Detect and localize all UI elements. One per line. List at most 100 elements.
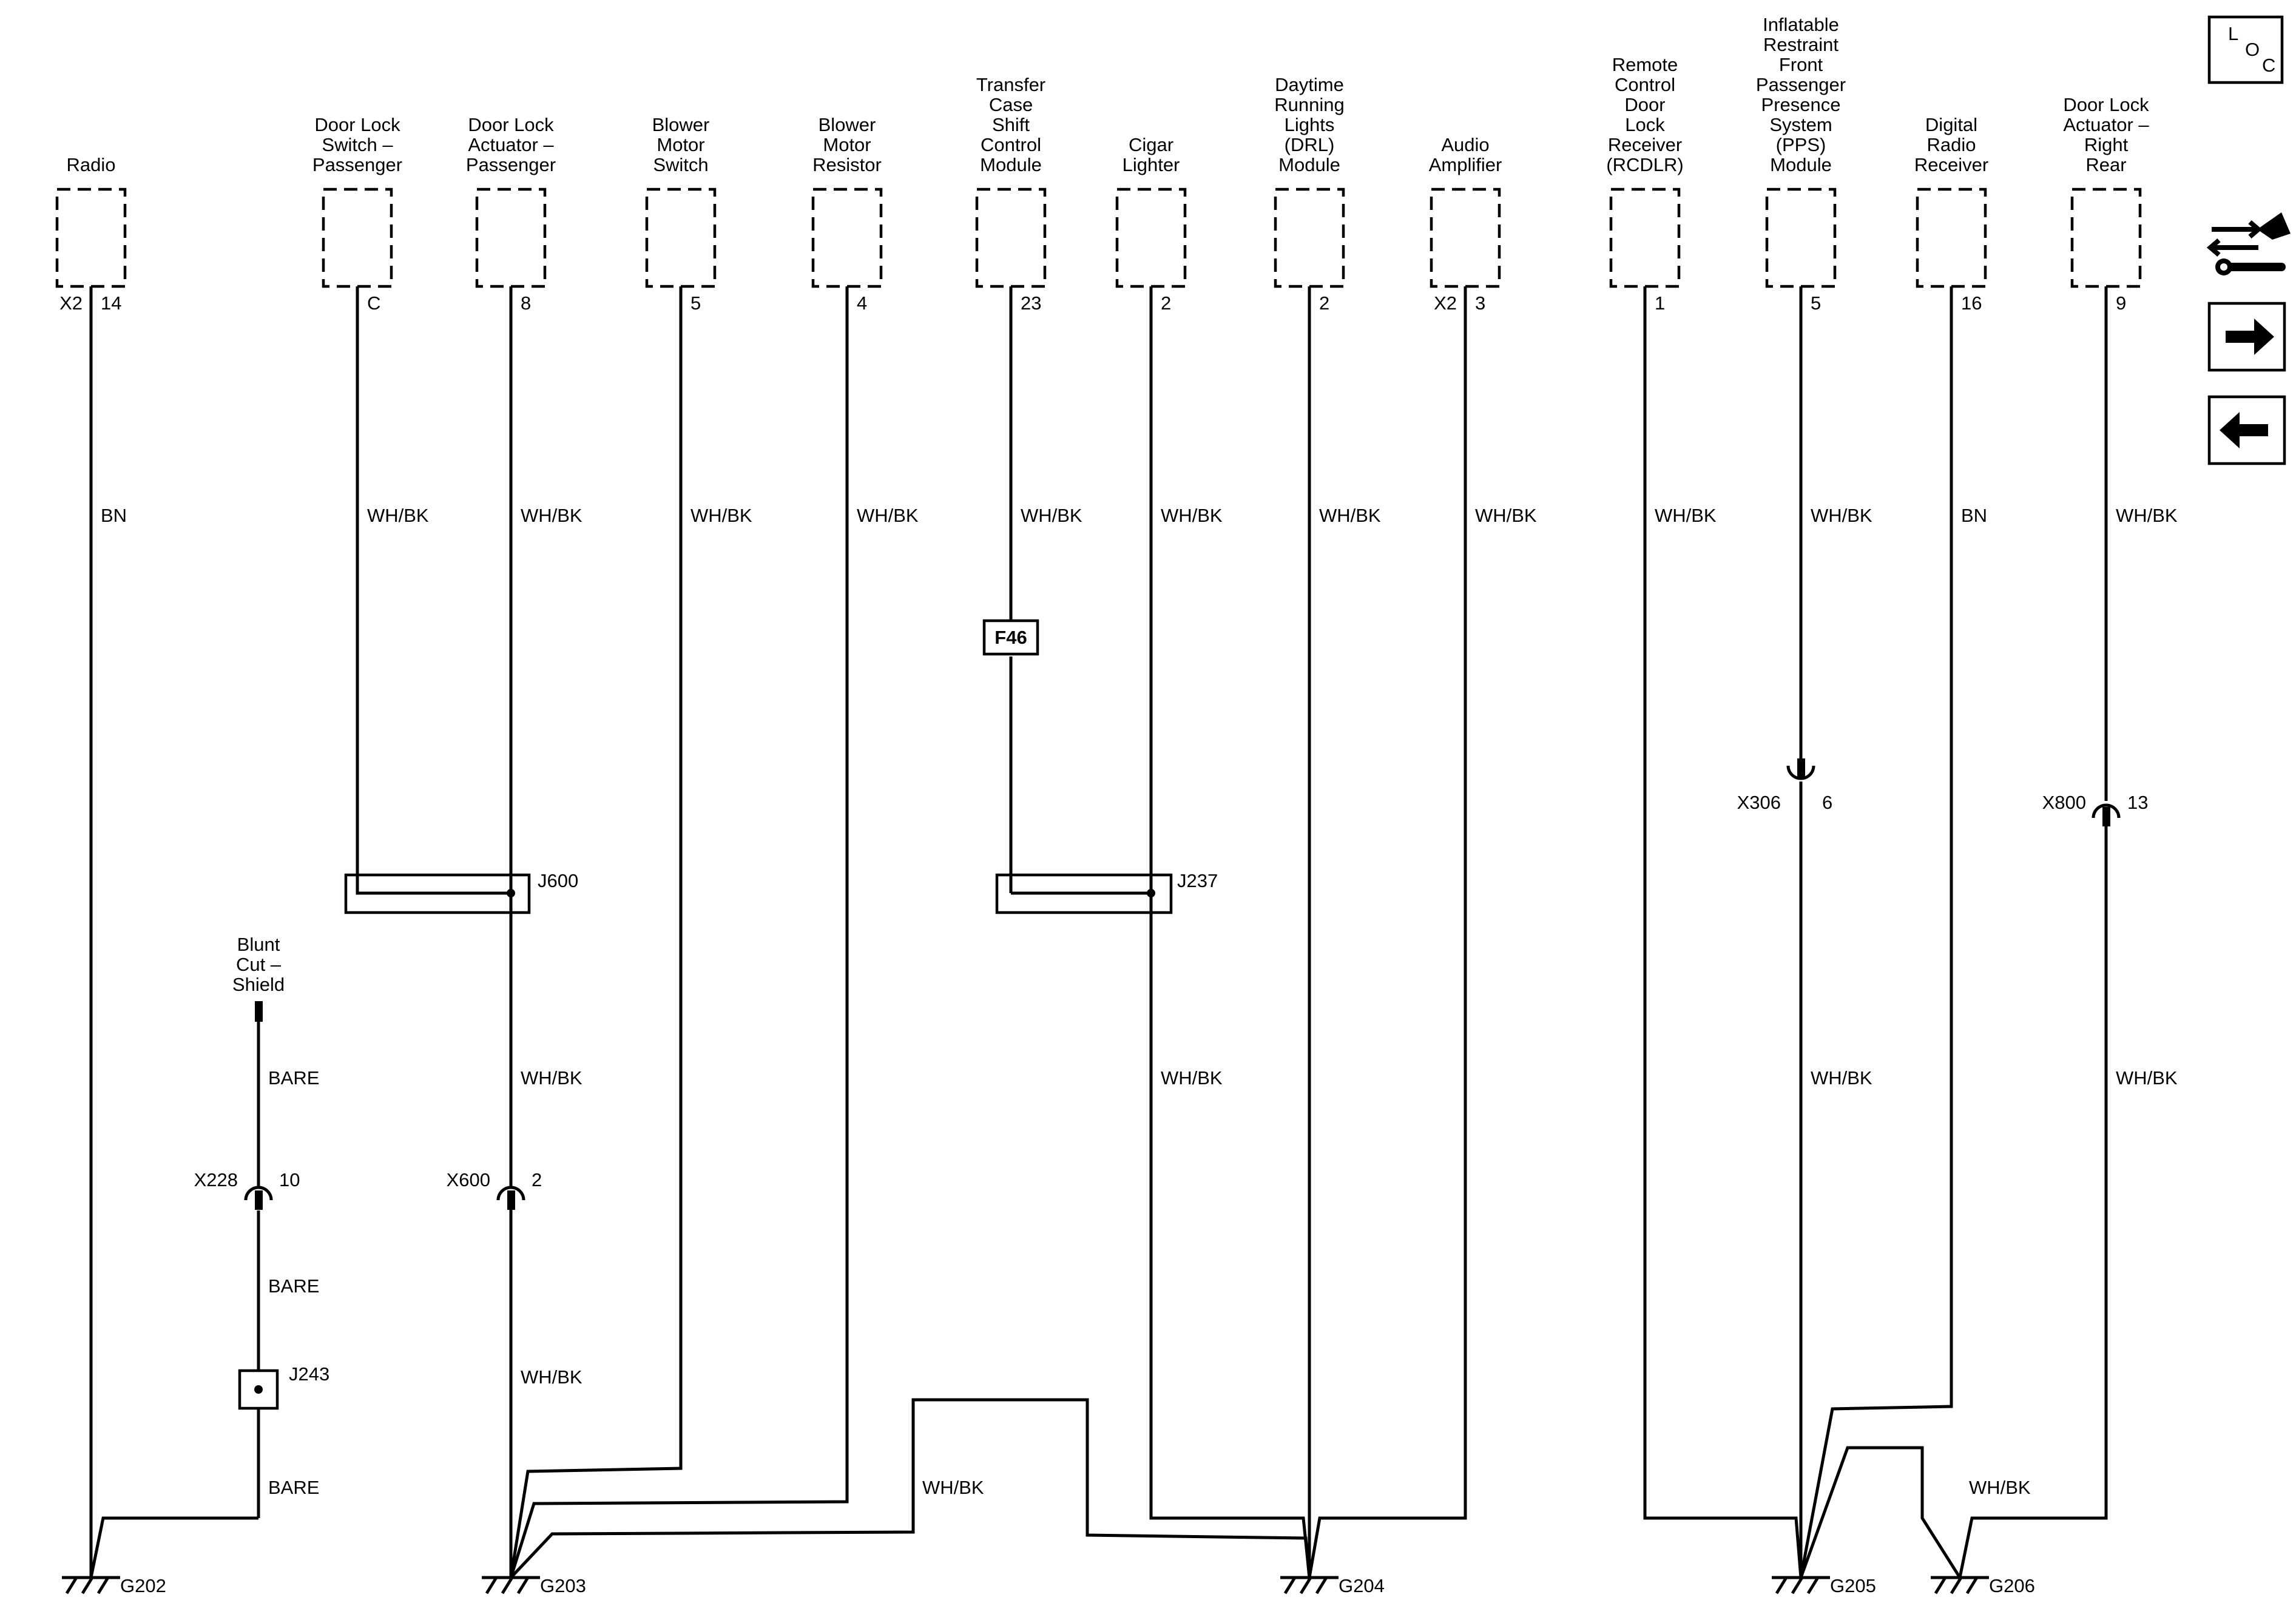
ground-symbol: G205	[1772, 1575, 1876, 1596]
pin-label: 8	[521, 292, 531, 314]
arrow-left-icon[interactable]	[2207, 395, 2286, 465]
wire-color-label: WH/BK	[2116, 1067, 2178, 1089]
component-box	[811, 187, 883, 288]
splice-box-label: J243	[289, 1363, 329, 1385]
component-name-line: Motor	[657, 134, 704, 155]
component: InflatableRestraintFrontPassengerPresenc…	[1756, 14, 1872, 526]
component-name-line: Radio	[67, 154, 116, 175]
ground-label: G202	[120, 1575, 166, 1596]
component-name-line: Presence	[1761, 94, 1841, 115]
inline-connector-x800: X800 13	[2042, 792, 2148, 826]
wire-color-label: WH/BK	[521, 505, 582, 526]
component-name-line: Shift	[992, 114, 1030, 135]
loc-letter: O	[2245, 39, 2260, 60]
wire-color-label: WH/BK	[1811, 505, 1872, 526]
component-name-line: Control	[1615, 74, 1675, 95]
wire-color-label: WH/BK	[1161, 1067, 1223, 1089]
component-box	[1765, 187, 1837, 288]
wire-color-label: WH/BK	[1021, 505, 1082, 526]
component-box	[645, 187, 717, 288]
component-box	[1916, 187, 1987, 288]
wire-color-label: WH/BK	[367, 505, 429, 526]
component-box	[2070, 187, 2142, 288]
splice-j600: J600	[344, 870, 578, 914]
splice-box-j243: J243	[238, 1363, 329, 1410]
connector-pin: 13	[2127, 792, 2148, 813]
component-box	[475, 187, 547, 288]
wire-color-label: BARE	[268, 1477, 319, 1498]
component-name-line: Case	[989, 94, 1033, 115]
pin-label: 3	[1475, 292, 1485, 314]
component-name-line: Lighter	[1123, 154, 1180, 175]
inline-connector-x228: X228 10	[194, 1169, 300, 1210]
component-box	[1115, 187, 1187, 288]
shield-name-line: Cut –	[236, 954, 282, 975]
ground-symbol: G203	[482, 1575, 586, 1596]
connector-pin: 10	[279, 1169, 300, 1190]
side-panel: L O C	[2206, 15, 2291, 465]
wire-color-label: WH/BK	[1969, 1477, 2031, 1498]
ground-label: G204	[1339, 1575, 1385, 1596]
pin-label: 4	[857, 292, 867, 314]
connector-label: X306	[1737, 792, 1781, 813]
wire-color-label: BARE	[268, 1067, 319, 1089]
wire-color-label: WH/BK	[1319, 505, 1381, 526]
component-name-line: Blower	[819, 114, 876, 135]
component-name-line: Running	[1274, 94, 1344, 115]
component-name-line: System	[1769, 114, 1832, 135]
connector-wrench-icon[interactable]	[2206, 212, 2291, 275]
ground-symbol: G202	[62, 1575, 166, 1596]
connector-label: X800	[2042, 792, 2086, 813]
pin-label: 23	[1021, 292, 1041, 314]
component-name-line: Radio	[1927, 134, 1976, 155]
component-name-line: Receiver	[1914, 154, 1988, 175]
component-name-line: Lights	[1285, 114, 1335, 135]
wire-color-label: BARE	[268, 1275, 319, 1297]
component-name-line: Passenger	[466, 154, 556, 175]
component: RemoteControlDoorLockReceiver(RCDLR)1WH/…	[1606, 54, 1717, 526]
component-name-line: Daytime	[1275, 74, 1344, 95]
component-box	[1430, 187, 1501, 288]
wire-color-label: WH/BK	[2116, 505, 2178, 526]
pin-label: C	[367, 292, 380, 314]
component-name-line: Passenger	[312, 154, 402, 175]
component-name-line: Actuator –	[2063, 114, 2149, 135]
inline-connector-x600: X600 2	[447, 1169, 542, 1210]
component-name-line: Remote	[1612, 54, 1678, 75]
fuse-label: F46	[994, 627, 1027, 648]
lower-wire-labels: BARE BARE BARE WH/BK WH/BK WH/BK WH/BK W…	[268, 1067, 2178, 1498]
component-name-line: Passenger	[1756, 74, 1846, 95]
wire-color-label: WH/BK	[1655, 505, 1717, 526]
wire-color-label: WH/BK	[690, 505, 752, 526]
wire-color-label: WH/BK	[1475, 505, 1537, 526]
shield-name-line: Blunt	[237, 934, 280, 955]
component-box	[322, 187, 393, 288]
pin-label: 2	[1319, 292, 1329, 314]
connector-label: X2	[59, 292, 83, 314]
pin-label: 9	[2116, 292, 2126, 314]
component-name-line: (PPS)	[1776, 134, 1826, 155]
loc-button[interactable]: L O C	[2207, 15, 2284, 84]
component-name-line: Restraint	[1763, 34, 1838, 55]
pin-label: 14	[101, 292, 121, 314]
component-name-line: Rear	[2085, 154, 2126, 175]
ground-symbol: G206	[1931, 1575, 2035, 1596]
wire-color-label: WH/BK	[922, 1477, 984, 1498]
component-name-line: Switch –	[322, 134, 393, 155]
component-name-line: Receiver	[1608, 134, 1682, 155]
arrow-right-icon[interactable]	[2207, 302, 2286, 372]
component-name-line: Switch	[653, 154, 708, 175]
ground-label: G206	[1989, 1575, 2035, 1596]
ground-group: G202 G203 G204 G205 G206	[62, 1575, 2035, 1596]
component-box	[975, 187, 1047, 288]
wire-color-label: WH/BK	[857, 505, 919, 526]
component-name-line: Module	[1770, 154, 1832, 175]
loc-letter: C	[2262, 55, 2275, 76]
component-name-line: Right	[2084, 134, 2129, 155]
